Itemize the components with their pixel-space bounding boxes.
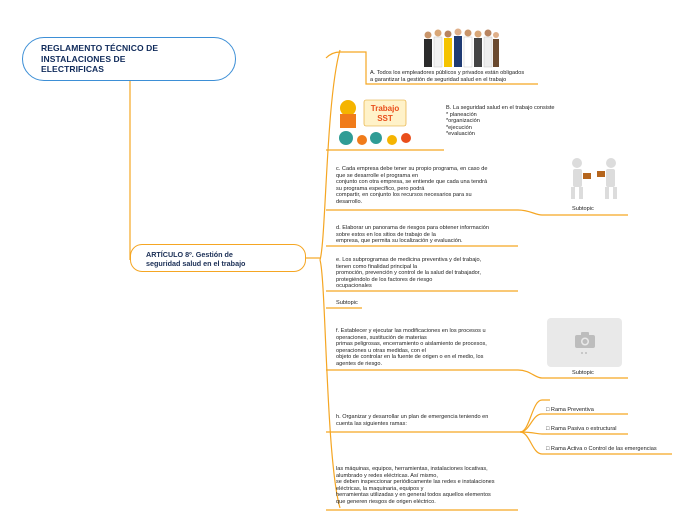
- link-h-b2: [519, 431, 628, 435]
- link-h-b3: [519, 431, 672, 455]
- main-topic[interactable]: ARTÍCULO 8º. Gestión de seguridad salud …: [130, 244, 306, 272]
- main-vertical-link: [319, 49, 341, 509]
- link-f-sub: [517, 369, 628, 379]
- camera-icon: [575, 332, 595, 354]
- topic-last[interactable]: las máquinas, equipos, herramientas, ins…: [336, 466, 495, 505]
- main-topic-line-2: seguridad salud en el trabajo: [146, 258, 246, 268]
- teamwork-figures-image: [571, 158, 617, 199]
- sign-line-2: SST: [377, 114, 393, 123]
- sst-illustration-image: Trabajo SST: [334, 94, 414, 148]
- branch-rama-activa[interactable]: □ Rama Activa o Control de las emergenci…: [546, 446, 657, 452]
- topic-e[interactable]: e. Los subprogramas de medicina preventi…: [336, 257, 482, 290]
- topic-a[interactable]: A. Todos los empleadores públicos y priv…: [370, 70, 525, 83]
- topic-h[interactable]: h. Organizar y desarrollar un plan de em…: [336, 414, 489, 427]
- link-a: [340, 51, 538, 85]
- link-h-b1: [519, 413, 628, 433]
- main-topic-line-1: ARTÍCULO 8º. Gestión de: [146, 250, 233, 259]
- topic-c-subtopic[interactable]: Subtopic: [572, 206, 594, 212]
- topic-f[interactable]: f. Establecer y ejecutar las modificacio…: [336, 328, 487, 367]
- image-placeholder: [547, 318, 622, 367]
- branch-rama-pasiva[interactable]: □ Rama Pasiva o estructural: [546, 426, 617, 432]
- branch-rama-preventiva[interactable]: □ Rama Preventiva: [546, 407, 594, 413]
- topic-f-subtopic[interactable]: Subtopic: [572, 370, 594, 376]
- root-title-line-3: ELECTRIFICAS: [41, 64, 105, 74]
- topic-d[interactable]: d. Elaborar un panorama de riesgos para …: [336, 225, 489, 245]
- topic-c[interactable]: c. Cada empresa debe tener su propio pro…: [336, 166, 488, 205]
- sign-line-1: Trabajo: [371, 104, 400, 113]
- link-c-sub: [517, 209, 628, 216]
- topic-b[interactable]: B. La seguridad salud en el trabajo cons…: [446, 105, 555, 138]
- root-title-line-2: INSTALACIONES DE: [41, 53, 126, 64]
- workers-group-image: [420, 26, 500, 70]
- root-title-line-1: REGLAMENTO TÉCNICO DE: [41, 43, 159, 53]
- root-topic[interactable]: REGLAMENTO TÉCNICO DE INSTALACIONES DE E…: [22, 37, 236, 81]
- subtopic[interactable]: Subtopic: [336, 300, 358, 306]
